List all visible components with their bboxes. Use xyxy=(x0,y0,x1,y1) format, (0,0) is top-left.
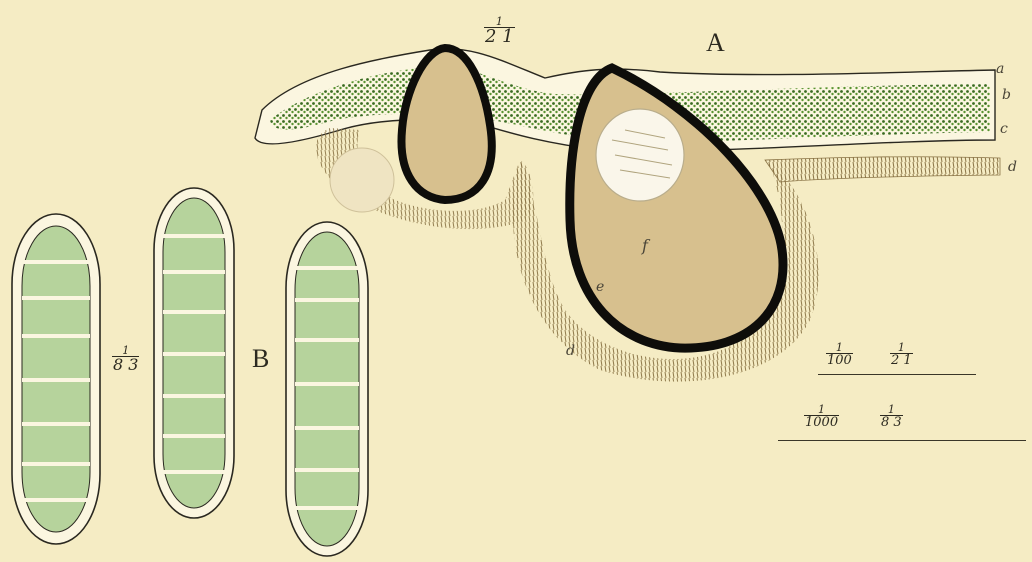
layer-label-d-bottom: d xyxy=(566,344,575,358)
scale-bar-1 xyxy=(818,374,976,375)
layer-label-b: b xyxy=(1002,88,1011,102)
scale-2-mag-den: 8 3 xyxy=(880,415,903,429)
scale-2-mag-num: 1 xyxy=(888,404,895,415)
scale-1-unit: 1 100 xyxy=(826,342,853,367)
scale-1-mag-den: 2 1 xyxy=(890,353,913,367)
scale-2-mag: 1 8 3 xyxy=(880,404,903,429)
layer-label-d-right: d xyxy=(1008,160,1017,174)
scale-1-unit-num: 1 xyxy=(836,342,843,353)
spore-2 xyxy=(154,188,234,518)
figure-b-spores xyxy=(12,188,368,556)
hyphal-layer-right xyxy=(765,157,1000,182)
figure-b-mag-den: 8 3 xyxy=(112,356,139,373)
faint-apothecium-outline xyxy=(330,148,394,212)
figure-b-label: B xyxy=(252,346,269,372)
scale-1-mag-num: 1 xyxy=(898,342,905,353)
scale-2-unit: 1 1000 xyxy=(804,404,839,429)
nucleus-mass xyxy=(596,109,684,201)
scale-2-unit-num: 1 xyxy=(818,404,825,415)
scale-1-unit-den: 100 xyxy=(826,353,853,367)
spore-1 xyxy=(12,214,100,544)
figure-a-magnification: 1 2 1 xyxy=(484,16,515,46)
scale-1-mag: 1 2 1 xyxy=(890,342,913,367)
figure-a-mag-den: 2 1 xyxy=(484,27,515,46)
layer-label-e: e xyxy=(596,280,604,294)
layer-label-a: a xyxy=(996,62,1004,76)
figure-b-magnification: 1 8 3 xyxy=(112,345,139,373)
layer-label-f: f xyxy=(642,238,648,254)
layer-label-c: c xyxy=(1000,122,1008,136)
figure-a-label: A xyxy=(706,30,725,56)
spore-3 xyxy=(286,222,368,556)
scale-2-unit-den: 1000 xyxy=(804,415,839,429)
scale-bar-2 xyxy=(778,440,1026,441)
